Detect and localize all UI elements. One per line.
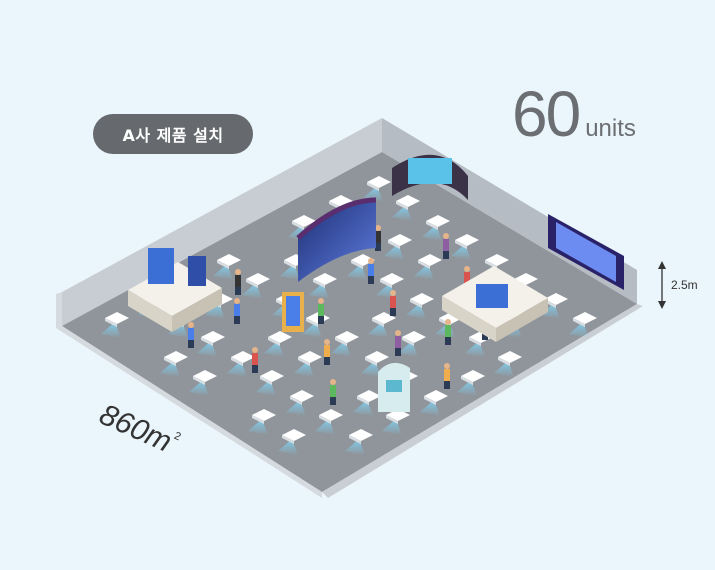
projector-icon xyxy=(384,234,412,260)
booth-left xyxy=(128,248,222,332)
projector-icon xyxy=(345,429,373,455)
badge-label: A사 제품 설치 xyxy=(122,126,224,145)
projector-icon xyxy=(264,331,292,357)
projector-icon xyxy=(315,409,343,435)
booth-wall-screen xyxy=(548,214,624,290)
projector-icon xyxy=(294,351,322,377)
person-icon xyxy=(330,379,336,405)
floor xyxy=(62,152,637,492)
height-arrow-icon xyxy=(658,261,666,309)
front-right-wall-edge xyxy=(322,304,643,498)
projector-icon xyxy=(213,254,241,280)
projector-icon xyxy=(331,331,359,357)
projector-icon xyxy=(248,409,276,435)
projector-icon xyxy=(309,273,337,299)
projector-icon xyxy=(494,351,522,377)
projector-icon xyxy=(406,293,434,319)
person-icon xyxy=(445,319,451,345)
booth-right xyxy=(442,266,548,342)
person-icon xyxy=(252,347,258,373)
projector-icon xyxy=(160,351,188,377)
projector-icon xyxy=(457,370,485,396)
projector-icon xyxy=(242,273,270,299)
projector-icon xyxy=(414,254,442,280)
unit-count-label: units xyxy=(585,115,636,142)
person-icon xyxy=(375,225,381,251)
projector-icon xyxy=(422,215,450,241)
projector-icon xyxy=(278,429,306,455)
person-icon xyxy=(234,298,240,324)
person-icon xyxy=(188,322,194,348)
booth-center-curved-screen xyxy=(296,197,377,282)
person-icon xyxy=(444,363,450,389)
back-left-wall xyxy=(62,118,382,326)
product-install-badge: A사 제품 설치 xyxy=(93,114,253,154)
front-left-wall-edge xyxy=(56,292,322,498)
booth-bottom-kiosk xyxy=(378,362,410,412)
unit-count: 60 units xyxy=(512,82,636,162)
person-icon xyxy=(390,290,396,316)
projector-icon xyxy=(101,312,129,338)
person-icon xyxy=(324,339,330,365)
person-icon xyxy=(443,233,449,259)
projector-icon xyxy=(392,195,420,221)
projector-icon xyxy=(398,331,426,357)
people-group xyxy=(188,225,488,405)
person-icon xyxy=(235,269,241,295)
unit-count-value: 60 xyxy=(512,78,581,150)
booth-center-panel xyxy=(282,292,304,332)
ceiling-height-label: 2.5m xyxy=(671,278,698,292)
projector-icon xyxy=(286,390,314,416)
projector-icon xyxy=(227,351,255,377)
person-icon xyxy=(395,330,401,356)
projector-icon xyxy=(256,370,284,396)
person-icon xyxy=(368,258,374,284)
projector-icon xyxy=(197,331,225,357)
projector-icon xyxy=(569,312,597,338)
projector-icon xyxy=(420,390,448,416)
projector-icon xyxy=(189,370,217,396)
projector-icon xyxy=(353,390,381,416)
person-icon xyxy=(318,298,324,324)
booth-top-arch xyxy=(392,154,468,200)
projector-icon xyxy=(451,234,479,260)
projector-icon xyxy=(361,351,389,377)
projector-icon xyxy=(540,293,568,319)
